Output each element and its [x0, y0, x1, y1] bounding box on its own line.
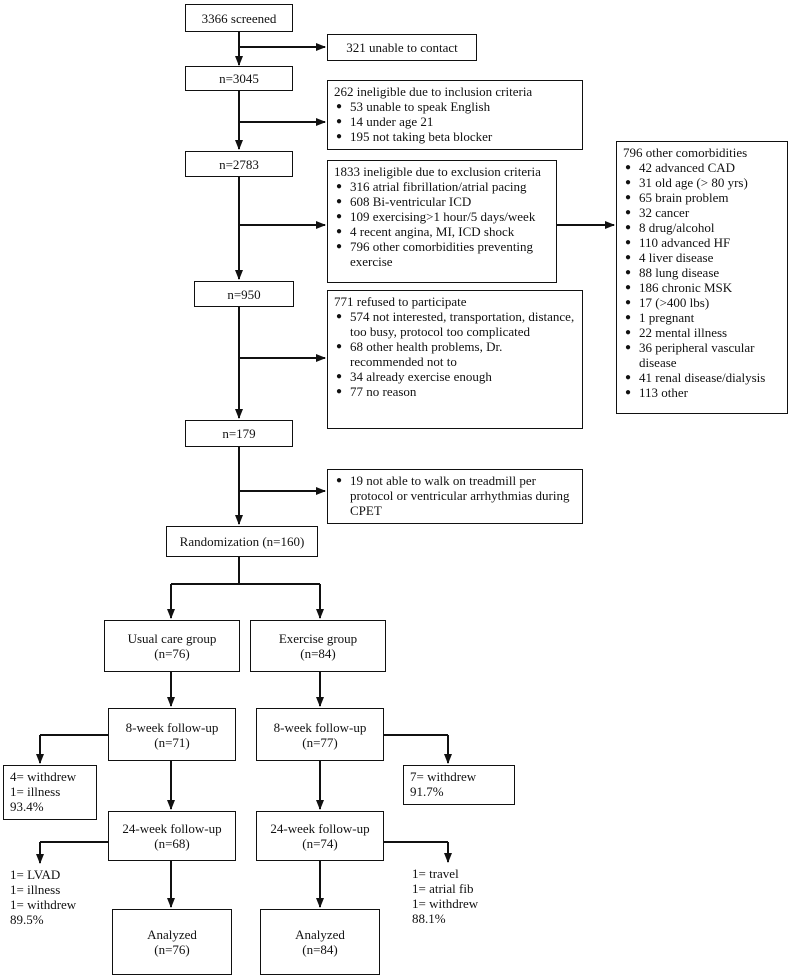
list-item: 22 mental illness	[623, 325, 781, 340]
ex-8wk-line2: (n=77)	[302, 734, 338, 750]
list-item: 316 atrial fibrillation/atrial pacing	[334, 179, 550, 194]
ex-8wk-line1: 8-week follow-up	[273, 719, 367, 735]
n2783-label: n=2783	[219, 156, 259, 172]
list-item: 195 not taking beta blocker	[334, 129, 576, 144]
ex-24wk-loss-l3: 1= withdrew	[412, 896, 479, 911]
exercise-box: Exercise group (n=84)	[250, 620, 386, 672]
comorbidities-title: 796 other comorbidities	[623, 145, 748, 160]
list-item: 65 brain problem	[623, 190, 781, 205]
list-item: 41 renal disease/dialysis	[623, 370, 781, 385]
list-item: 32 cancer	[623, 205, 781, 220]
ex-8wk-loss-l1: 7= withdrew	[410, 769, 477, 784]
uc-24wk-line1: 24-week follow-up	[122, 821, 222, 836]
exclusion-title: 1833 ineligible due to exclusion criteri…	[334, 164, 541, 179]
ex-24wk-line2: (n=74)	[302, 836, 338, 851]
refused-title: 771 refused to participate	[334, 294, 467, 309]
treadmill-box: 19 not able to walk on treadmill per pro…	[327, 469, 583, 524]
ex-8wk-loss-l2: 91.7%	[410, 784, 444, 799]
ex-24wk-loss-text: 1= travel 1= atrial fib 1= withdrew 88.1…	[412, 866, 478, 926]
uc-24wk-loss-l2: 1= illness	[10, 882, 61, 897]
exercise-line2: (n=84)	[300, 646, 336, 661]
ex-24wk-loss-l4: 88.1%	[412, 911, 446, 926]
ex-analyzed-line2: (n=84)	[302, 942, 338, 957]
list-item: 17 (>400 lbs)	[623, 295, 781, 310]
uc-8wk-loss-l2: 1= illness	[10, 784, 61, 799]
list-item: 109 exercising>1 hour/5 days/week	[334, 209, 550, 224]
usual-care-box: Usual care group (n=76)	[104, 620, 240, 672]
ex-24wk-line1: 24-week follow-up	[270, 821, 370, 836]
list-item: 53 unable to speak English	[334, 99, 576, 114]
list-item: 113 other	[623, 385, 781, 400]
uc-analyzed-line2: (n=76)	[154, 942, 190, 957]
list-item: 186 chronic MSK	[623, 280, 781, 295]
uc-analyzed-box: Analyzed (n=76)	[112, 909, 232, 975]
n2783-box: n=2783	[185, 151, 293, 177]
ex-analyzed-line1: Analyzed	[295, 927, 345, 942]
uc-24wk-line2: (n=68)	[154, 836, 190, 851]
ex-24wk-loss-l1: 1= travel	[412, 866, 459, 881]
uc-8wk-loss-box: 4= withdrew 1= illness 93.4%	[3, 765, 97, 820]
usual-care-line2: (n=76)	[154, 646, 190, 661]
list-item: 1 pregnant	[623, 310, 781, 325]
list-item: 34 already exercise enough	[334, 369, 576, 384]
uc-8wk-line1: 8-week follow-up	[125, 719, 219, 735]
exclusion-criteria-box: 1833 ineligible due to exclusion criteri…	[327, 160, 557, 283]
list-item: 796 other comorbidities preventing exerc…	[334, 239, 550, 269]
n3045-box: n=3045	[185, 66, 293, 91]
unable-contact-label: 321 unable to contact	[346, 40, 458, 55]
list-item: 608 Bi-ventricular ICD	[334, 194, 550, 209]
ex-8wk-loss-box: 7= withdrew 91.7%	[403, 765, 515, 805]
usual-care-line1: Usual care group	[127, 631, 217, 646]
list-item: 42 advanced CAD	[623, 160, 781, 175]
treadmill-list: 19 not able to walk on treadmill per pro…	[334, 473, 576, 518]
uc-8wk-box: 8-week follow-up (n=71)	[108, 708, 236, 761]
randomization-label: Randomization (n=160)	[179, 534, 305, 549]
list-item: 4 recent angina, MI, ICD shock	[334, 224, 550, 239]
inclusion-list: 53 unable to speak English 14 under age …	[334, 99, 576, 144]
ex-analyzed-box: Analyzed (n=84)	[260, 909, 380, 975]
list-item: 77 no reason	[334, 384, 576, 399]
comorbidities-list: 42 advanced CAD 31 old age (> 80 yrs) 65…	[623, 160, 781, 400]
n950-box: n=950	[194, 281, 294, 307]
inclusion-title: 262 ineligible due to inclusion criteria	[334, 84, 533, 99]
uc-24wk-box: 24-week follow-up (n=68)	[108, 811, 236, 861]
list-item: 574 not interested, transportation, dist…	[334, 309, 576, 339]
n179-label: n=179	[222, 426, 256, 441]
uc-24wk-loss-l1: 1= LVAD	[10, 867, 61, 882]
uc-8wk-loss-l1: 4= withdrew	[10, 769, 77, 784]
list-item: 36 peripheral vascular disease	[623, 340, 781, 370]
uc-24wk-loss-l4: 89.5%	[10, 912, 44, 927]
ex-24wk-box: 24-week follow-up (n=74)	[256, 811, 384, 861]
n3045-label: n=3045	[219, 71, 259, 86]
n950-label: n=950	[227, 286, 261, 302]
exercise-line1: Exercise group	[278, 631, 358, 646]
refused-list: 574 not interested, transportation, dist…	[334, 309, 576, 399]
uc-24wk-loss-text: 1= LVAD 1= illness 1= withdrew 89.5%	[10, 867, 76, 927]
uc-24wk-loss-l3: 1= withdrew	[10, 897, 77, 912]
list-item: 14 under age 21	[334, 114, 576, 129]
screened-box: 3366 screened	[185, 4, 293, 32]
uc-8wk-loss-l3: 93.4%	[10, 799, 44, 814]
screened-label: 3366 screened	[201, 10, 277, 26]
uc-8wk-line2: (n=71)	[154, 734, 190, 750]
list-item: 19 not able to walk on treadmill per pro…	[334, 473, 576, 518]
list-item: 8 drug/alcohol	[623, 220, 781, 235]
refused-box: 771 refused to participate 574 not inter…	[327, 290, 583, 429]
list-item: 88 lung disease	[623, 265, 781, 280]
uc-analyzed-line1: Analyzed	[147, 927, 197, 942]
inclusion-criteria-box: 262 ineligible due to inclusion criteria…	[327, 80, 583, 150]
exclusion-list: 316 atrial fibrillation/atrial pacing 60…	[334, 179, 550, 269]
n179-box: n=179	[185, 420, 293, 447]
list-item: 110 advanced HF	[623, 235, 781, 250]
list-item: 31 old age (> 80 yrs)	[623, 175, 781, 190]
list-item: 4 liver disease	[623, 250, 781, 265]
comorbidities-box: 796 other comorbidities 42 advanced CAD …	[616, 141, 788, 414]
unable-contact-box: 321 unable to contact	[327, 34, 477, 61]
ex-24wk-loss-l2: 1= atrial fib	[412, 881, 474, 896]
randomization-box: Randomization (n=160)	[166, 526, 318, 557]
ex-8wk-box: 8-week follow-up (n=77)	[256, 708, 384, 761]
list-item: 68 other health problems, Dr. recommende…	[334, 339, 576, 369]
